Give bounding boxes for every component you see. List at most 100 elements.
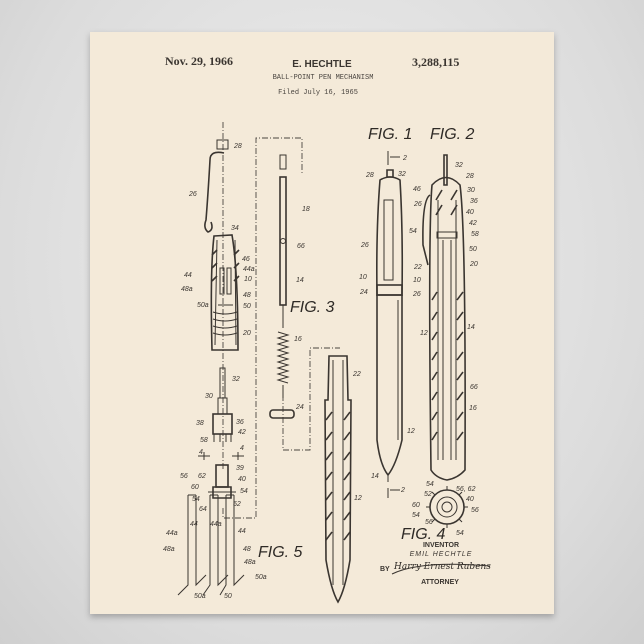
- ref-numeral: 64: [199, 506, 207, 513]
- ref-numeral: 18: [302, 206, 310, 213]
- ref-numeral: 48a: [181, 286, 193, 293]
- ref-numeral: 32: [398, 171, 406, 178]
- exploded-upper-assembly: [204, 122, 240, 470]
- ref-numeral: 52: [424, 491, 432, 498]
- fig3-label: FIG. 3: [290, 299, 335, 316]
- patent-date: Nov. 29, 1966: [165, 54, 233, 68]
- ref-numeral: 44a: [210, 521, 222, 528]
- ref-numeral: 4: [199, 449, 203, 456]
- ref-numeral: 12: [407, 428, 415, 435]
- inventor-label: INVENTOR: [423, 542, 459, 549]
- ref-numeral: 40: [466, 209, 474, 216]
- fig1-label: FIG. 1: [368, 126, 412, 143]
- ref-numeral: 52: [233, 501, 241, 508]
- ref-numeral: 10: [359, 274, 367, 281]
- ref-numeral: 36: [236, 419, 244, 426]
- fig4-cross-section: [426, 486, 468, 528]
- ref-numeral: 34: [231, 225, 239, 232]
- ref-numeral: 26: [413, 201, 422, 208]
- ref-numeral: 12: [354, 495, 362, 502]
- inventor-header: E. HECHTLE: [292, 59, 352, 70]
- front-barrel: [324, 355, 352, 604]
- ref-numeral: 56, 62: [456, 486, 476, 493]
- ref-numeral: 40: [466, 496, 474, 503]
- ref-numeral: 14: [467, 324, 475, 331]
- ref-numeral: 28: [365, 172, 374, 179]
- ref-numeral: 30: [467, 187, 475, 194]
- ref-numeral: 50a: [255, 574, 267, 581]
- ref-numeral: 14: [296, 277, 304, 284]
- ref-numeral: 14: [371, 473, 379, 480]
- ref-numeral: 44a: [166, 530, 178, 537]
- ref-numeral: 48: [243, 546, 251, 553]
- ref-numeral: 50: [224, 593, 232, 600]
- ref-numeral: 56: [425, 519, 433, 526]
- ref-numeral: 39: [236, 465, 244, 472]
- ref-numeral: 32: [232, 376, 240, 383]
- fig5-label: FIG. 5: [258, 544, 303, 561]
- ref-numeral: 56: [180, 473, 188, 480]
- patent-poster: [90, 32, 554, 614]
- inventor-name: EMIL HECHTLE: [410, 551, 473, 558]
- ref-numeral: 48: [243, 292, 251, 299]
- ref-numeral: 54: [456, 530, 464, 537]
- ref-numeral: 62: [198, 473, 206, 480]
- ref-numeral: 54: [426, 481, 434, 488]
- ref-numeral: 58: [471, 231, 479, 238]
- ref-numeral: 20: [469, 261, 478, 268]
- ref-numeral: 20: [242, 330, 251, 337]
- ref-numeral: 66: [470, 384, 478, 391]
- ref-numeral: 22: [352, 371, 361, 378]
- ref-numeral: 56: [471, 507, 479, 514]
- ref-numeral: 26: [412, 291, 421, 298]
- ref-numeral: 54: [409, 228, 417, 235]
- ref-numeral: 50: [243, 303, 251, 310]
- patent-number: 3,288,115: [412, 55, 459, 69]
- patent-title: BALL-POINT PEN MECHANISM: [273, 74, 374, 82]
- ref-numeral: 10: [244, 276, 252, 283]
- ref-numeral: 24: [359, 289, 368, 296]
- ref-numeral: 60: [412, 502, 420, 509]
- ref-numeral: 2: [402, 155, 407, 162]
- attorney-label: ATTORNEY: [421, 579, 459, 586]
- ref-numeral: 28: [233, 143, 242, 150]
- ref-numeral: 16: [469, 405, 477, 412]
- ref-numeral: 58: [200, 437, 208, 444]
- filed-date: Filed July 16, 1965: [278, 89, 358, 97]
- ref-numeral: 44: [238, 528, 246, 535]
- ref-numeral: 12: [420, 330, 428, 337]
- ref-numeral: 60: [191, 484, 199, 491]
- ref-numeral: 48a: [163, 546, 175, 553]
- ref-numeral: 44: [184, 272, 192, 279]
- ref-numeral: 30: [205, 393, 213, 400]
- ref-numeral: 26: [360, 242, 369, 249]
- fig2-label: FIG. 2: [430, 126, 475, 143]
- ref-numeral: 50a: [197, 302, 209, 309]
- fig3-refill: [269, 154, 295, 419]
- fig2-pen-section: [422, 154, 466, 481]
- ref-numeral: 2: [400, 487, 405, 494]
- ref-numeral: 54: [412, 512, 420, 519]
- ref-numeral: 28: [465, 173, 474, 180]
- ref-numeral: 32: [455, 162, 463, 169]
- ref-numeral: 54: [192, 496, 200, 503]
- reference-numerals: 28 26 34 46 44a 44 10 48a 48 50a 50 20 1…: [163, 143, 479, 600]
- ref-numeral: 10: [413, 277, 421, 284]
- ref-numeral: 44: [190, 521, 198, 528]
- ref-numeral: 46: [413, 186, 421, 193]
- ref-numeral: 50a: [194, 593, 206, 600]
- ref-numeral: 22: [413, 264, 422, 271]
- ref-numeral: 36: [470, 198, 478, 205]
- ref-numeral: 54: [240, 488, 248, 495]
- ref-numeral: 24: [295, 404, 304, 411]
- mechanism-parts: [198, 367, 244, 499]
- attorney-signature: Harry Ernest Rubens: [393, 562, 491, 572]
- by-label: BY: [380, 566, 390, 573]
- ref-numeral: 42: [469, 220, 477, 227]
- fig4-label: FIG. 4: [401, 526, 446, 543]
- ref-numeral: 4: [240, 445, 244, 452]
- ref-numeral: 16: [294, 336, 302, 343]
- ref-numeral: 26: [188, 191, 197, 198]
- fig1-pen: [376, 151, 404, 498]
